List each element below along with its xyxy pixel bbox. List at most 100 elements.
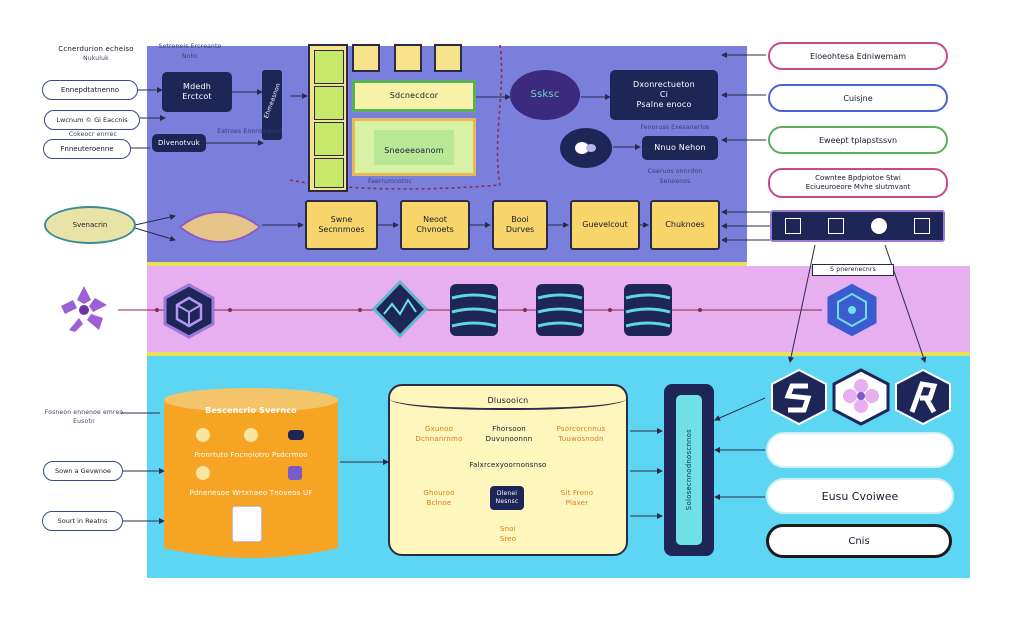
database-cylinder[interactable]: Bescencrio Svernco Fronrtuto Fncnoiotro …: [162, 386, 340, 566]
scroll-mid: Falxrcexyoornonsnso: [469, 461, 547, 469]
scroll-r2-line2: Plaxer: [565, 499, 589, 507]
right-bottom-pill-mid[interactable]: Eusu Cvoiwee: [766, 478, 954, 514]
film-frame-1: [314, 50, 344, 84]
cylinder-title: Bescencrio Svernco: [205, 406, 297, 415]
scroll-right-line1: Psorcorcnnus: [556, 425, 606, 433]
middle-band-edge: [147, 352, 970, 356]
top-caption-1: Sotreneis Ercreanto: [158, 43, 222, 50]
side-label-box: [262, 70, 282, 140]
list-icon: [913, 218, 930, 234]
left-pill-3[interactable]: Fnneuteroenne: [43, 139, 131, 159]
cat-paw-icon: [175, 205, 262, 249]
left-pill-2[interactable]: Lwcnum © Gi Eaccnis: [44, 110, 140, 130]
scroll-center-line1: Fhorsoon: [492, 425, 526, 433]
small-box-caption: Eatroes Enonsedurol: [217, 128, 283, 135]
under-caption-2: Senoenos: [659, 178, 691, 185]
yellow-strip[interactable]: Sdcnecdcor: [352, 80, 476, 112]
server-stack-icon-1[interactable]: [446, 282, 502, 338]
scroll-badge-line1: Dlenei: [496, 490, 518, 497]
left-bottom-pill-2[interactable]: Sourt in Reatns: [42, 511, 123, 531]
server-stack-icon-3[interactable]: [620, 282, 676, 338]
scroll-bottom-line2: Sreo: [499, 535, 517, 543]
left-bottom-note-2: Eusotn: [73, 418, 95, 425]
green-box-inner: Sneoeeoanom: [374, 129, 454, 165]
filter-icon-1: [352, 44, 380, 72]
scroll-title: Dlusooicn: [487, 396, 529, 405]
vertical-text: Solosecnnodnoscnnos: [685, 429, 693, 511]
left-oval[interactable]: Svenacrin: [44, 206, 136, 244]
window-icon: [828, 218, 845, 234]
film-frame-2: [314, 86, 344, 120]
navy-small-right[interactable]: Nnuo Nehon: [642, 136, 718, 160]
left-top-title: Ccnerdurion echeiso: [58, 45, 134, 53]
scroll-badge[interactable]: Dlenei Nesnsc: [490, 486, 524, 510]
process-box-3-line1: Booi: [511, 215, 529, 224]
purple-flower-icon: [55, 280, 113, 338]
navy-box-left-line2: Erctcot: [182, 92, 212, 101]
hex-cube-icon[interactable]: [160, 282, 218, 340]
process-box-4[interactable]: Guevelcout: [570, 200, 640, 250]
scroll-center-line2: Duvunoonnn: [485, 435, 533, 443]
right-pill-4-line2: Eciueuroeore Mvhe slutmvant: [805, 183, 911, 191]
navy-small-right-label: Nnuo Nehon: [654, 143, 706, 152]
process-box-2-line1: Neoot: [423, 215, 447, 224]
right-pill-1[interactable]: Eloeohtesa Edniwemam: [768, 42, 948, 70]
left-pill-2-sub: Cokeocr enrrec: [68, 131, 118, 138]
right-pill-2[interactable]: Cuisjne: [768, 84, 948, 112]
filter-icon-3: [434, 44, 462, 72]
left-bottom-pill-1[interactable]: Sown a Gevwnoe: [43, 461, 123, 481]
globe-icon: [870, 218, 887, 234]
hex-flower-icon[interactable]: [830, 368, 892, 426]
top-caption-2: Nohc: [181, 53, 199, 60]
scroll-panel-top-curl: [390, 386, 626, 410]
process-box-4-line1: Guevelcout: [582, 220, 628, 229]
right-bottom-pill-last[interactable]: Cnis: [766, 524, 952, 558]
left-pill-1[interactable]: Ennepdtatnenno: [42, 80, 138, 100]
navy-box-right[interactable]: Dxonrectueton Ci Psalne enoco: [610, 70, 718, 120]
scroll-left-line2: Dcnnanrnmo: [415, 435, 463, 443]
gear-icon[interactable]: [560, 128, 612, 168]
small-navy-box[interactable]: Dlvenotvuk: [152, 134, 206, 152]
scroll-panel[interactable]: Dlusooicn Gxunoo Dcnnanrnmo Fhorsoon Duv…: [388, 384, 628, 556]
right-pill-4[interactable]: Cowntee Bpdpiotoe Stwi Eciueuroeore Mvhe…: [768, 168, 948, 198]
vertical-panel[interactable]: Solosecnnodnoscnnos: [664, 384, 714, 556]
scroll-l2-line1: Ghouroo: [423, 489, 455, 497]
cylinder-icon-4: [196, 466, 210, 480]
process-box-5[interactable]: Chuknoes: [650, 200, 720, 250]
film-frame-4: [314, 158, 344, 188]
left-bottom-note-1: Fosneon ennenoe emreo: [44, 409, 124, 416]
server-stack-icon-2[interactable]: [532, 282, 588, 338]
process-box-1-line1: Swne: [330, 215, 353, 224]
filter-icon-2: [394, 44, 422, 72]
yellow-strip-label: Sdcnecdcor: [389, 91, 439, 100]
green-box-caption: Faerrumnotnc: [367, 178, 413, 185]
cylinder-row-2: Pdnenesoe Wrtxnaeo Tnoveos UF: [189, 489, 313, 497]
process-box-3-line2: Durves: [505, 225, 535, 234]
scroll-l2-line2: Bclnoe: [426, 499, 452, 507]
navy-box-right-caption: Fenoruss Exesanerlos: [640, 124, 710, 131]
hex-s-icon[interactable]: [768, 368, 830, 426]
diamond-network-icon[interactable]: [371, 279, 429, 339]
teal-blob[interactable]: Ssksc: [510, 70, 580, 120]
right-bottom-pill-empty[interactable]: [766, 432, 954, 468]
hex-r-icon[interactable]: [892, 368, 954, 426]
cylinder-icon-2: [244, 428, 258, 442]
film-frame-3: [314, 122, 344, 156]
hex-network-icon[interactable]: [822, 280, 882, 340]
right-pill-4-line1: Cowntee Bpdpiotoe Stwi: [815, 174, 901, 182]
icon-strip[interactable]: [770, 210, 945, 242]
navy-box-right-line1: Dxonrectueton: [633, 80, 695, 89]
navy-box-left[interactable]: Mdedh Erctcot: [162, 72, 232, 112]
navy-box-right-line2: Ci: [659, 90, 669, 99]
scroll-badge-line2: Nesnsc: [495, 498, 519, 505]
grid-icon: [785, 218, 802, 234]
green-box[interactable]: Sneoeeoanom: [352, 118, 476, 176]
cylinder-row-1: Fronrtuto Fncnoiotro Psdcrmoo: [194, 451, 308, 459]
right-pill-3[interactable]: Eweept tplapstssvn: [768, 126, 948, 154]
jar-icon: [232, 506, 262, 542]
scroll-right-line2: Tuuwosnodn: [558, 435, 604, 443]
